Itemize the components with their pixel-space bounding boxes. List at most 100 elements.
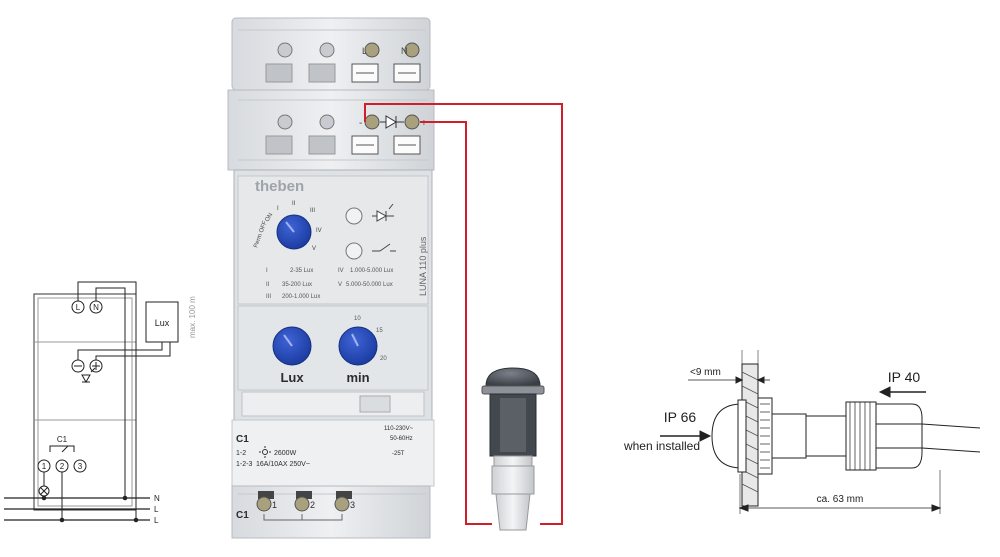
length-label: ca. 63 mm [817,494,864,505]
wire-N [95,287,126,498]
sensor-terminals [265,114,421,155]
rail-L1-label: L [154,505,159,514]
mounting-diagram [660,350,981,514]
range-value: 5.000-50.000 Lux [346,282,393,288]
sensor-wire-minus [364,103,563,525]
range-label: V [338,282,342,288]
sensor-box [145,301,179,343]
top-terminals [265,42,421,83]
terminal-N-label: N [93,303,99,312]
polarity-plus-label: + [421,118,427,129]
inspection-window [241,391,425,417]
wire-sensor-minus [77,342,163,360]
rating-label: C1 1-2 2600W 1-2-3 16A/10AX 250V~ 110-23… [236,426,414,521]
range-label: II [266,282,270,288]
mode-position-III: III [310,208,315,214]
sensor-cable [364,103,563,525]
wire-sensor-plus [95,342,171,360]
screw-icon [404,114,420,130]
screw-icon [404,42,420,58]
bottom-terminal-2: 2 [310,500,315,510]
range-value: 200-1.000 Lux [282,294,320,300]
bottom-channel-label: C1 [236,510,249,521]
sensor-wire-plus [420,121,492,525]
min-scale-10: 10 [354,316,361,322]
terminal-top-L-label: L [362,46,367,56]
probe-dome-outline [711,403,743,469]
contact-group-label: C1 [57,435,68,444]
din-rail-device [227,17,435,539]
screw-icon [319,114,335,130]
supply-frequency: 50-60Hz [390,436,413,442]
relay-led-icon [345,207,363,225]
brand-logo: theben [255,178,304,195]
range-label: III [266,294,271,300]
range-table: I 2-35 Lux II 35-200 Lux III 200-1.000 L… [266,268,393,300]
min-dial-label: min [346,370,369,385]
contact-1-label: 1 [42,462,47,471]
rail-N-label: N [154,494,160,503]
switch-symbol-icon [372,243,396,252]
contacts-12: 1-2 [236,450,246,457]
when-installed-label: when installed [623,439,700,453]
ip66-label: IP 66 [664,409,697,425]
lamp-sun-icon [259,446,271,458]
lux-dial-label: Lux [280,370,304,385]
bottom-terminals [256,491,352,521]
photodiode-led-icon [372,203,394,222]
terminal-top-N-label: N [401,46,408,56]
min-scale-20: 20 [380,356,387,362]
label-area [231,419,435,487]
ip40-label: IP 40 [888,369,921,385]
range-label: I [266,268,268,274]
wall-thickness-label: <9 mm [690,367,721,378]
mode-position-I: I [277,206,279,212]
distance-note: max. 100 m [188,296,197,338]
sensor-box-label: Lux [155,318,170,328]
upper-front-panel [237,175,429,305]
polarity-minus-label: - [359,118,362,129]
range-label: IV [338,268,344,274]
supply-voltage: 110-230V~ [384,426,414,432]
contact-2-label: 2 [60,462,65,471]
mode-perm-on-label: ON [265,212,275,223]
light-sensor-probe [481,367,545,531]
photodiode-symbol-icon [380,115,404,129]
cable-gland-outline [845,401,877,471]
range-value: 1.000-5.000 Lux [350,268,393,274]
mode-position-II: II [292,201,296,207]
screw-icon [294,496,310,512]
lamp-icon [38,485,50,497]
sensor-dome [485,367,541,387]
cable-line [921,423,981,429]
mode-position-IV: IV [316,228,322,234]
wire-L [77,281,137,520]
device-inner-outline [37,297,133,507]
contact-3-label: 3 [78,462,83,471]
screw-icon [277,114,293,130]
device-outline [33,293,137,511]
screw-icon [319,42,335,58]
screw-icon [364,114,380,130]
screw-icon [364,42,380,58]
photodiode-icon [81,367,96,384]
bottom-terminal-3: 3 [350,500,355,510]
switch-contact-icon [49,445,75,452]
range-value: 35-200 Lux [282,282,312,288]
range-value: 2-35 Lux [290,268,313,274]
lower-front-panel [237,305,429,391]
cable-line [921,447,981,453]
rail-L2-label: L [154,516,159,525]
probe-body-outline [771,413,807,459]
temperature-rating: -25T [392,451,405,457]
screw-icon [277,42,293,58]
housing-middle [227,89,435,171]
min-scale-15: 15 [376,328,383,334]
model-name: LUNA 110 plus [418,236,428,296]
lamp-rating: 2600W [274,450,297,457]
power-led-icon [345,242,363,260]
screw-icon [334,496,350,512]
contact-3-icon [73,459,87,473]
contacts-123: 1-2-3 [236,461,252,468]
